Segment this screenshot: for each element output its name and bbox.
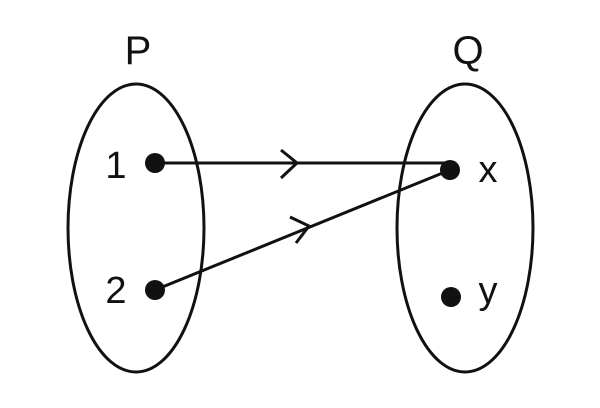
element-1-dot (145, 153, 165, 173)
set-q-label: Q (452, 29, 483, 73)
element-x-dot (440, 160, 460, 180)
element-1-label: 1 (105, 145, 126, 187)
set-p-elements: 1 2 (105, 145, 165, 312)
set-q: Q (395, 29, 535, 374)
element-2-dot (145, 280, 165, 300)
set-q-elements: x y (440, 149, 498, 312)
element-2-label: 2 (105, 270, 126, 312)
arrow-2-to-x-head (289, 215, 312, 244)
set-p-label: P (125, 29, 152, 73)
set-p-ellipse (66, 82, 206, 374)
set-q-ellipse (395, 82, 535, 374)
element-x-label: x (479, 149, 498, 191)
arrow-1-to-x-head (279, 148, 300, 180)
element-y-label: y (479, 270, 498, 312)
set-p: P (66, 29, 206, 374)
element-y-dot (441, 287, 461, 307)
arrow-2-to-x-line (154, 168, 451, 292)
mapping-arrows (154, 148, 451, 292)
